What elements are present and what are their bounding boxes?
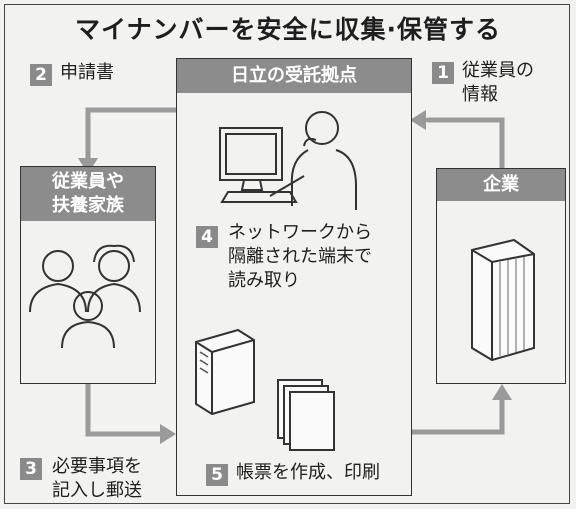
arrowhead-1 bbox=[410, 110, 426, 130]
step-4-label-line3: 読み取り bbox=[228, 270, 300, 291]
arrow-employees-to-center bbox=[85, 382, 165, 437]
step-3-badge: 3 bbox=[20, 458, 42, 480]
step-1-label-line2: 情報 bbox=[462, 84, 498, 105]
step-4-label-line1: ネットワークから bbox=[228, 222, 372, 243]
step-3-label-line2: 記入し郵送 bbox=[52, 480, 142, 501]
employees-header-line2: 扶養家族 bbox=[52, 195, 124, 216]
arrow-company-to-center bbox=[425, 117, 505, 175]
step-3-label-line1: 必要事項を bbox=[52, 456, 142, 477]
center-box-header: 日立の受託拠点 bbox=[177, 59, 411, 93]
step-2-label: 申請書 bbox=[60, 62, 114, 83]
step-5-label: 帳票を作成、印刷 bbox=[236, 462, 380, 483]
step-1-label-line1: 従業員の bbox=[462, 60, 534, 81]
step-5-badge: 5 bbox=[206, 464, 228, 486]
arrowhead-5 bbox=[492, 384, 512, 400]
employees-header-line1: 従業員や bbox=[52, 171, 124, 192]
step-4-badge: 4 bbox=[196, 226, 218, 248]
diagram-title: マイナンバーを安全に収集·保管する bbox=[75, 15, 501, 44]
step-1-badge: 1 bbox=[432, 62, 454, 84]
step-4-label-line2: 隔離された端末で bbox=[228, 246, 372, 267]
step-2-badge: 2 bbox=[30, 64, 52, 86]
company-box-header: 企業 bbox=[437, 169, 565, 201]
arrow-center-to-employees bbox=[85, 107, 181, 163]
employees-box-header: 従業員や 扶養家族 bbox=[21, 167, 155, 221]
arrowhead-3 bbox=[160, 424, 176, 444]
diagram-frame bbox=[4, 4, 570, 504]
